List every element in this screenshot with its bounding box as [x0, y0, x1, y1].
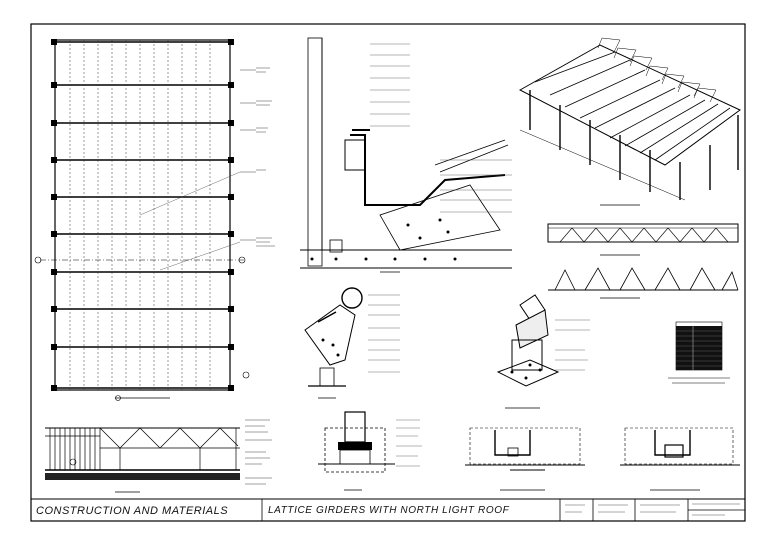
specification-table — [668, 321, 730, 384]
title-block — [261, 499, 745, 521]
elevation-view — [45, 419, 272, 493]
column-base-detail — [318, 411, 422, 491]
sheet-border — [30, 23, 746, 522]
gutter-section-detail — [300, 37, 512, 273]
isometric-roof-view — [518, 37, 741, 206]
drawing-title-center: LATTICE GIRDERS WITH NORTH LIGHT ROOF — [268, 505, 510, 516]
lattice-girder-elevation-1 — [547, 223, 739, 256]
valley-gutter-detail-1 — [465, 427, 585, 491]
drawing-title-left: CONSTRUCTION AND MATERIALS — [36, 505, 229, 517]
eaves-detail — [304, 287, 400, 399]
valley-gutter-detail-2 — [620, 427, 740, 491]
lattice-girder-elevation-2 — [548, 267, 739, 299]
title-block-small-notes — [565, 503, 740, 516]
isometric-column-base — [496, 294, 590, 409]
roof-plan-view — [34, 39, 275, 401]
